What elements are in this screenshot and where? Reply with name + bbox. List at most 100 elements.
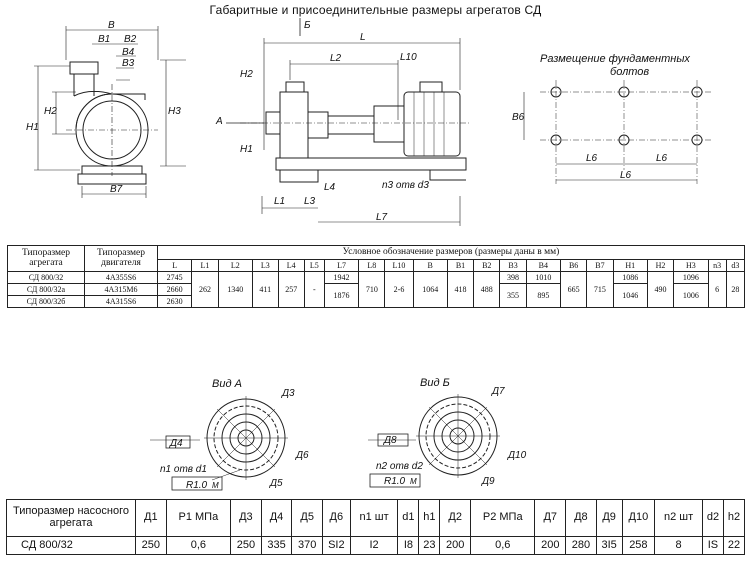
table-row: СД 800/32 250 0,6 250 335 370 SI2 I2 I8 … bbox=[6, 536, 746, 555]
col-header: d2 bbox=[701, 499, 724, 537]
dim-L3: L3 bbox=[304, 196, 316, 207]
cell-motor: 4А315М6 bbox=[84, 283, 158, 296]
cell-type: СД 800/32а bbox=[7, 283, 85, 296]
cell-L4: 257 bbox=[277, 271, 305, 308]
col-header: L4 bbox=[277, 259, 305, 272]
col-header: L bbox=[156, 259, 193, 272]
cell-B: 1064 bbox=[412, 271, 448, 308]
holes-n2-d2: n2 отв d2 bbox=[376, 461, 423, 472]
col-header: h1 bbox=[418, 499, 441, 537]
tolerance-b: R1.0 bbox=[384, 476, 406, 487]
col-header: Д2 bbox=[439, 499, 472, 537]
cell-L7: 1942 bbox=[323, 271, 360, 284]
header-dimensions: Условное обозначение размеров (размеры д… bbox=[157, 245, 745, 260]
col-header: Д5 bbox=[291, 499, 323, 537]
dim-B7: B7 bbox=[110, 184, 123, 195]
cell-L8: 710 bbox=[358, 271, 386, 308]
cell-L2: 1340 bbox=[217, 271, 253, 308]
col-header: h2 bbox=[722, 499, 746, 537]
cell-type: СД 800/32б bbox=[7, 295, 85, 308]
cell-value: 370 bbox=[291, 536, 323, 555]
dim-L2: L2 bbox=[330, 53, 342, 64]
dim-L6b: L6 bbox=[656, 153, 668, 164]
col-header: P1 МПа bbox=[165, 499, 232, 537]
cell-motor: 4А315S6 bbox=[84, 295, 158, 308]
dim-L7: L7 bbox=[376, 212, 388, 223]
dim-L: L bbox=[360, 32, 366, 43]
holes-n1-d1: n1 отв d1 bbox=[160, 464, 207, 475]
dim-B: B bbox=[108, 20, 115, 31]
dim-D3: Д3 bbox=[281, 388, 295, 399]
dim-L6c: L6 bbox=[620, 170, 632, 181]
cell-B3: 355 bbox=[499, 283, 527, 308]
col-header: B7 bbox=[586, 259, 614, 272]
col-header: B1 bbox=[446, 259, 475, 272]
bolts-caption: Размещение фундаментных bbox=[540, 53, 690, 65]
col-header: B4 bbox=[525, 259, 562, 272]
view-b-arrow-label: Б bbox=[304, 20, 311, 31]
cell-B3: 398 bbox=[499, 271, 527, 284]
cell-H3: 1096 bbox=[673, 271, 709, 284]
col-header: B2 bbox=[473, 259, 501, 272]
cell-type: СД 800/32 bbox=[7, 271, 85, 284]
view-b-drawing bbox=[368, 394, 500, 488]
cell-value: 250 bbox=[230, 536, 262, 555]
col-header: Д3 bbox=[230, 499, 262, 537]
dim-B2: B2 bbox=[124, 34, 137, 45]
col-header: Д6 bbox=[321, 499, 351, 537]
tolerance-b-m: M bbox=[410, 477, 417, 486]
col-header: B bbox=[412, 259, 448, 272]
col-header: n3 bbox=[707, 259, 727, 272]
cell-H3: 1006 bbox=[673, 283, 709, 308]
col-header: d1 bbox=[397, 499, 420, 537]
col-header: L1 bbox=[191, 259, 219, 272]
dim-L10: L10 bbox=[400, 52, 417, 63]
dim-L4: L4 bbox=[324, 182, 336, 193]
cell-value: 22 bbox=[722, 536, 746, 555]
view-b-title: Вид Б bbox=[420, 377, 450, 389]
cell-value: 200 bbox=[439, 536, 472, 555]
tolerance-a: R1.0 bbox=[186, 480, 208, 491]
cell-value: 8 bbox=[654, 536, 703, 555]
col-header: L2 bbox=[217, 259, 253, 272]
header-unit-type: Типоразмер агрегата bbox=[7, 245, 85, 272]
cell-value: 200 bbox=[534, 536, 567, 555]
cell-value: 3I5 bbox=[595, 536, 623, 555]
header-motor-type: Типоразмер двигателя bbox=[84, 245, 158, 272]
cell-B2: 488 bbox=[473, 271, 501, 308]
col-header: L5 bbox=[303, 259, 325, 272]
col-header: n1 шт bbox=[349, 499, 399, 537]
cell-L: 2745 bbox=[156, 271, 193, 284]
col-header: H3 bbox=[673, 259, 709, 272]
table-row: СД 800/32 4А355S6 2745 262 1340 411 257 … bbox=[7, 271, 746, 308]
cell-L: 2630 bbox=[156, 295, 193, 308]
header-pump-type: Типоразмер насосного агрегата bbox=[6, 499, 136, 537]
dim-B4: B4 bbox=[122, 47, 135, 58]
dim-H3: H3 bbox=[168, 106, 181, 117]
table-row: СД 800/32а 4А315М6 2660 1876 355 895 104… bbox=[7, 283, 745, 308]
dim-D9: Д9 bbox=[481, 476, 495, 487]
view-a-title: Вид А bbox=[212, 378, 242, 390]
cell-B7: 715 bbox=[586, 271, 614, 308]
cell-L5: - bbox=[303, 271, 325, 308]
side-view-drawing bbox=[226, 18, 470, 226]
dim-D5: Д5 bbox=[269, 478, 283, 489]
cell-value: I8 bbox=[397, 536, 420, 555]
dim-L1: L1 bbox=[274, 196, 285, 207]
dim-D7: Д7 bbox=[491, 386, 505, 397]
cell-n3: 6 bbox=[707, 271, 727, 308]
dim-H1: H1 bbox=[26, 122, 39, 133]
dim-B6: B6 bbox=[512, 112, 525, 123]
foundation-bolts-drawing bbox=[523, 80, 712, 184]
dim-D6: Д6 bbox=[295, 450, 309, 461]
col-header: d3 bbox=[725, 259, 746, 272]
cell-L3: 411 bbox=[251, 271, 279, 308]
cell-value: 0,6 bbox=[470, 536, 536, 555]
cell-B4: 895 bbox=[525, 283, 562, 308]
col-header: H2 bbox=[646, 259, 675, 272]
col-header: L8 bbox=[358, 259, 386, 272]
col-header: Д4 bbox=[260, 499, 293, 537]
cell-value: SI2 bbox=[321, 536, 351, 555]
col-header: L3 bbox=[251, 259, 279, 272]
table-row: СД 800/32б 4А315S6 2630 bbox=[7, 295, 745, 308]
